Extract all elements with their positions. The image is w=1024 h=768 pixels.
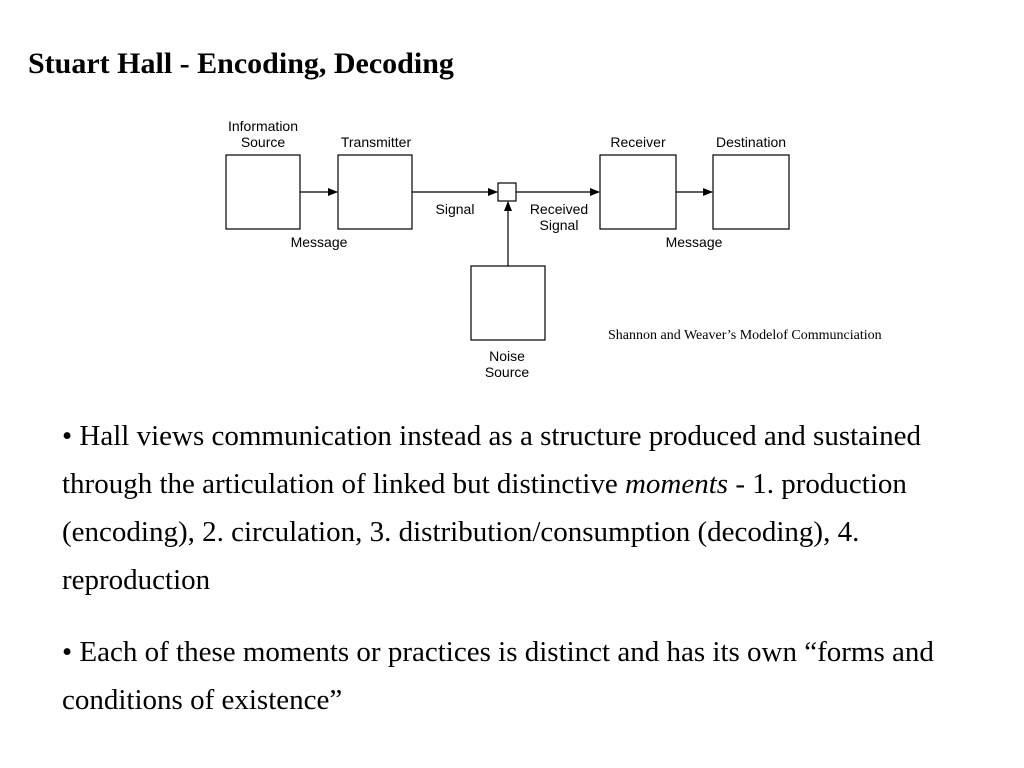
label-information-source-line2: Source [241, 134, 286, 150]
noise-source-box [470, 265, 546, 341]
transmitter-box [337, 154, 413, 230]
bullet-text-before: Hall views communication instead as a st… [62, 420, 921, 500]
label-message-right: Message [666, 234, 723, 250]
bullet-text-after: - 1. production (encoding), 2. circulati… [62, 468, 907, 596]
bullet-text: Each of these moments or practices is di… [62, 636, 934, 716]
label-noise-source-line1: Noise [489, 348, 525, 364]
slide-title: Stuart Hall - Encoding, Decoding [28, 47, 454, 80]
bullet-point-2: • Each of these moments or practices is … [62, 628, 1012, 724]
label-noise-source-line2: Source [485, 364, 530, 380]
bullet-marker: • [62, 636, 73, 668]
bullet-point-1: • Hall views communication instead as a … [62, 412, 1012, 604]
label-received-signal-line2: Signal [540, 217, 579, 233]
receiver-box [599, 154, 677, 230]
label-transmitter: Transmitter [341, 134, 412, 150]
label-received-signal-line1: Received [530, 201, 588, 217]
bullet-emphasis: moments [624, 468, 729, 500]
diagram-caption: Shannon and Weaver’s Modelof Communciati… [608, 328, 882, 343]
destination-box [712, 154, 790, 230]
label-destination: Destination [716, 134, 786, 150]
shannon-weaver-diagram: Information Source Transmitter Receiver … [225, 118, 790, 380]
bullet-marker: • [62, 420, 73, 452]
label-information-source-line1: Information [228, 118, 298, 134]
label-message-left: Message [291, 234, 348, 250]
information-source-box [225, 154, 301, 230]
label-receiver: Receiver [610, 134, 666, 150]
label-signal: Signal [436, 201, 475, 217]
channel-junction-box [497, 182, 517, 202]
